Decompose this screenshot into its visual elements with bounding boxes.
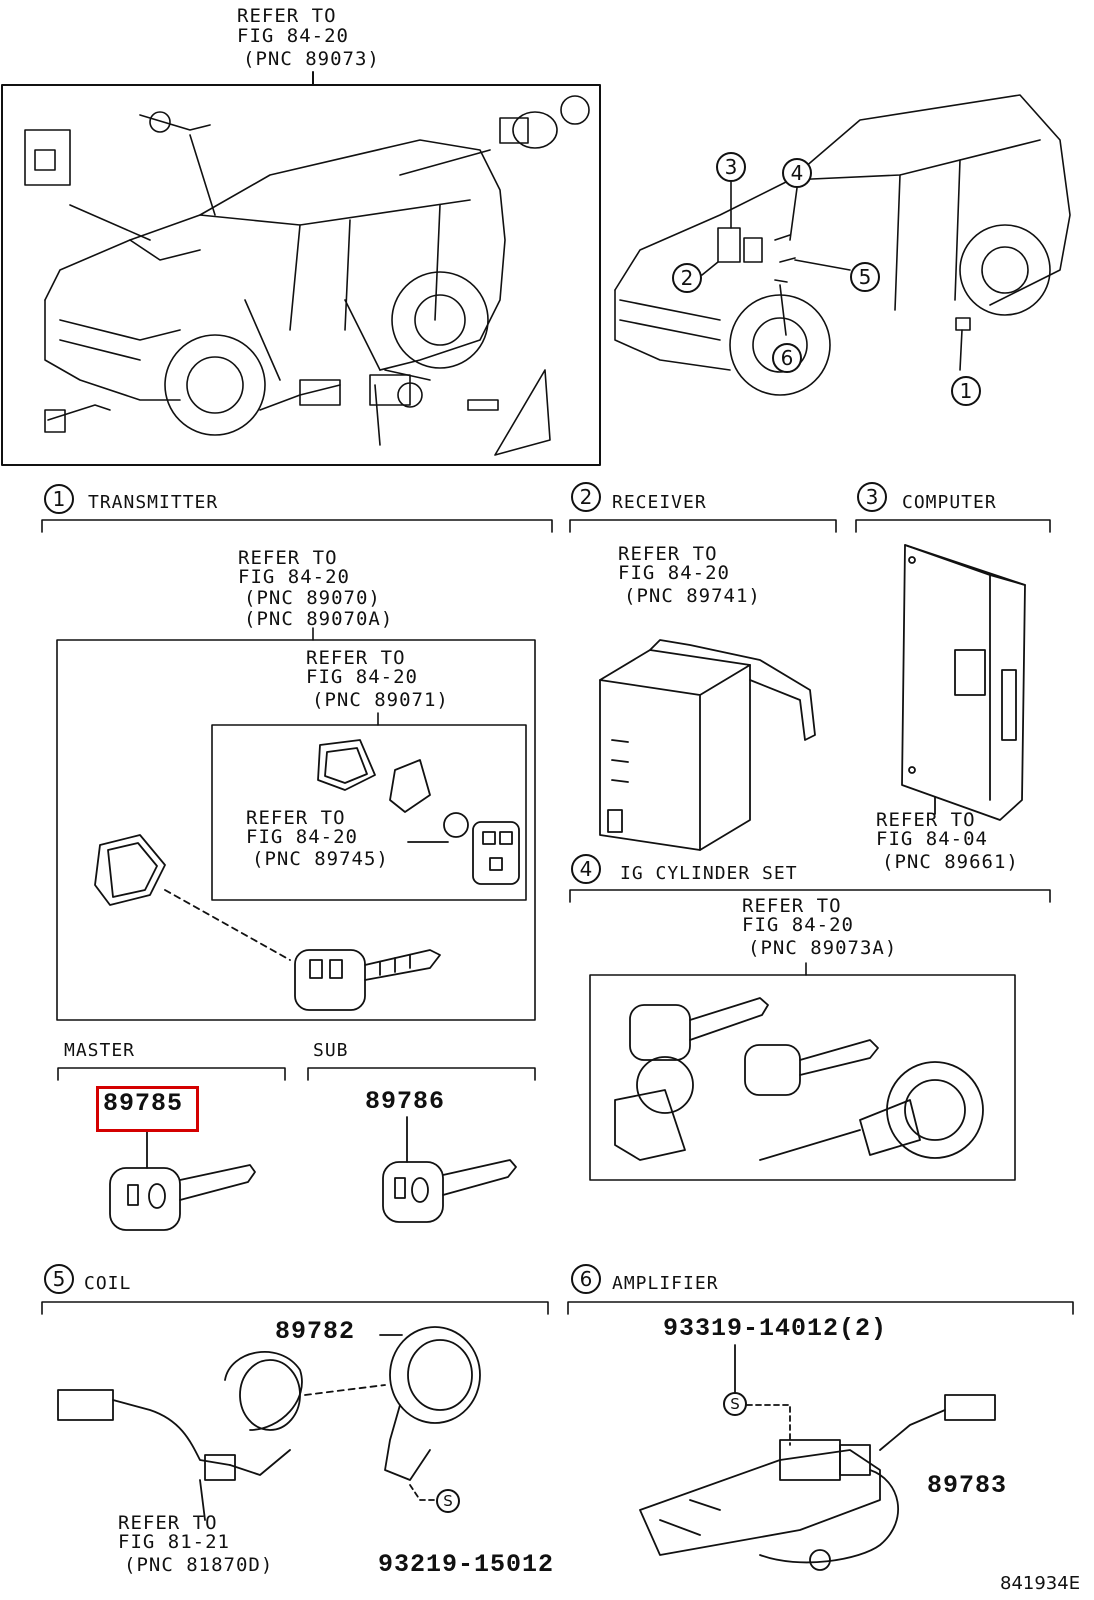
transmitter-case-box [211, 724, 527, 901]
transmitter-ref-line3: (PNC 89070) [244, 587, 381, 609]
ig-cylinder-ref-line3: (PNC 89073A) [748, 937, 898, 959]
amplifier-screw-part-number[interactable]: 93319-14012(2) [663, 1314, 888, 1343]
section-title-computer: COMPUTER [902, 492, 997, 513]
receiver-art [599, 639, 816, 851]
computer-ref-line1: REFER TO [876, 809, 976, 831]
amplifier-art [639, 1344, 996, 1571]
section-brackets [41, 519, 1074, 1315]
master-key-highlight [96, 1086, 199, 1132]
master-key-label: MASTER [64, 1040, 136, 1061]
ig-cylinder-ref-line1: REFER TO [742, 895, 842, 917]
section-num-transmitter[interactable]: 1 [44, 484, 74, 514]
vehicle-sketch-left [24, 95, 590, 456]
top-ref-line3: (PNC 89073) [243, 48, 380, 70]
master-key-part-number[interactable]: 89785 [103, 1089, 184, 1118]
coil-screw-icon: S [436, 1489, 460, 1513]
coil-ref-line3: (PNC 81870D) [124, 1554, 274, 1576]
receiver-ref-line2: FIG 84-20 [618, 562, 730, 584]
overview-callout-1[interactable]: 1 [951, 376, 981, 406]
coil-part-number[interactable]: 89782 [275, 1317, 356, 1346]
transmitter-ref-line4: (PNC 89070A) [244, 608, 394, 630]
computer-art [901, 544, 1026, 821]
key-master-art [109, 1131, 256, 1231]
section-title-transmitter: TRANSMITTER [88, 492, 219, 513]
coil-screw-part-number[interactable]: 93219-15012 [378, 1550, 555, 1579]
section-title-coil: COIL [84, 1273, 132, 1294]
section-num-ig-cylinder[interactable]: 4 [571, 854, 601, 884]
section-title-receiver: RECEIVER [612, 492, 707, 513]
amplifier-screw-icon: S [723, 1392, 747, 1416]
section-num-amplifier[interactable]: 6 [571, 1264, 601, 1294]
overview-callout-3[interactable]: 3 [716, 152, 746, 182]
transmitter-cover-ref-line1: REFER TO [246, 807, 346, 829]
top-ref-line2: FIG 84-20 [237, 25, 349, 47]
overview-callout-4[interactable]: 4 [782, 158, 812, 188]
sub-key-part-number[interactable]: 89786 [365, 1087, 446, 1116]
overview-callout-2[interactable]: 2 [672, 263, 702, 293]
coil-ref-line2: FIG 81-21 [118, 1531, 230, 1553]
section-title-amplifier: AMPLIFIER [612, 1273, 719, 1294]
transmitter-cover-ref-line2: FIG 84-20 [246, 826, 358, 848]
transmitter-inner-ref-line2: FIG 84-20 [306, 666, 418, 688]
section-num-coil[interactable]: 5 [44, 1264, 74, 1294]
transmitter-inner-ref-line3: (PNC 89071) [312, 689, 449, 711]
computer-ref-line3: (PNC 89661) [882, 851, 1019, 873]
ig-cylinder-box [589, 974, 1016, 1181]
vehicle-sketch-right [614, 94, 1071, 396]
overview-callout-5[interactable]: 5 [850, 262, 880, 292]
ig-cylinder-art [614, 997, 984, 1161]
amplifier-part-number[interactable]: 89783 [927, 1471, 1008, 1500]
ig-cylinder-ref-line2: FIG 84-20 [742, 914, 854, 936]
coil-art [57, 1326, 481, 1521]
figure-id: 841934E [1000, 1573, 1081, 1594]
sub-key-label: SUB [313, 1040, 349, 1061]
receiver-ref-line1: REFER TO [618, 543, 718, 565]
transmitter-ref-line1: REFER TO [238, 547, 338, 569]
top-ref-line1: REFER TO [237, 5, 337, 27]
section-num-computer[interactable]: 3 [857, 482, 887, 512]
key-sub-art [383, 1117, 517, 1223]
transmitter-assy-box [56, 639, 536, 1021]
section-num-receiver[interactable]: 2 [571, 482, 601, 512]
coil-ref-line1: REFER TO [118, 1512, 218, 1534]
overview-callout-6[interactable]: 6 [772, 343, 802, 373]
transmitter-cover-ref-line3: (PNC 89745) [252, 848, 389, 870]
computer-ref-line2: FIG 84-04 [876, 828, 988, 850]
transmitter-parts [94, 739, 520, 1011]
transmitter-inner-ref-line1: REFER TO [306, 647, 406, 669]
overview-box [1, 84, 601, 466]
section-title-ig-cylinder: IG CYLINDER SET [620, 863, 798, 884]
transmitter-ref-line2: FIG 84-20 [238, 566, 350, 588]
receiver-ref-line3: (PNC 89741) [624, 585, 761, 607]
